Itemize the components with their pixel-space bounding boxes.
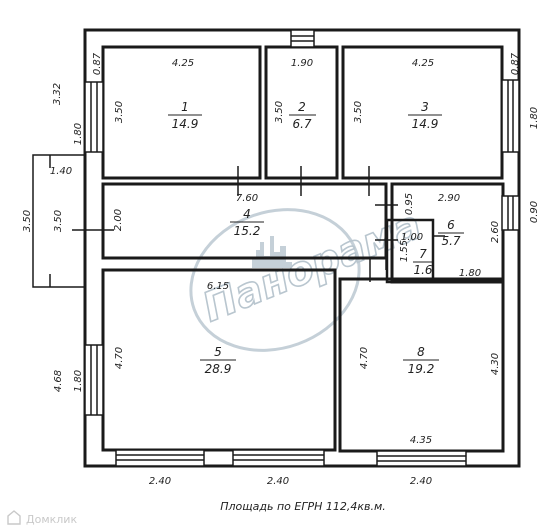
room-2-number: 2: [298, 100, 306, 114]
room-6-depth: 2.60: [490, 221, 501, 243]
room-1-depth: 3.50: [114, 101, 125, 123]
exterior-dimensions: 3.32 1.80 0.87 0.87 1.80 0.90 1.40 3.50 …: [22, 52, 540, 487]
dim-entry-inner: 3.50: [53, 210, 64, 232]
dim-bottom-2: 2.40: [267, 476, 289, 487]
window-left-upper: [84, 81, 104, 153]
window-bottom-3: [376, 450, 467, 467]
dim-bottom-1: 2.40: [149, 476, 171, 487]
room-7-area: 1.6: [413, 263, 432, 277]
room-5-area: 28.9: [205, 362, 232, 376]
house-icon: [7, 510, 21, 525]
room-8-width: 4.35: [410, 435, 432, 446]
room-8-side: 4.30: [490, 353, 501, 375]
room-3-width: 4.25: [412, 58, 434, 69]
window-right-upper: [501, 79, 520, 153]
room-6-area: 5.7: [441, 234, 460, 248]
room-4-number: 4: [243, 207, 251, 221]
room-4-width: 7.60: [236, 193, 258, 204]
room-5-number: 5: [214, 345, 222, 359]
brand-text: Домклик: [26, 513, 77, 526]
watermark-city-icon: [252, 236, 292, 268]
room-7-number: 7: [419, 247, 427, 261]
dim-right-small-window: 0.90: [529, 201, 540, 223]
brand-watermark: Домклик: [7, 510, 77, 526]
room-2-width: 1.90: [291, 58, 313, 69]
dim-left-upper-window: 1.80: [73, 123, 84, 145]
dim-top-left-pier: 0.87: [92, 52, 103, 75]
room-8-number: 8: [417, 345, 425, 359]
dim-left-lower-wall: 4.68: [53, 370, 64, 392]
dim-right-upper-window: 1.80: [529, 107, 540, 129]
room-6-number: 6: [447, 218, 455, 232]
dim-entry-depth: 1.40: [50, 166, 72, 177]
room-6-width: 2.90: [438, 193, 460, 204]
walls: [32, 28, 521, 468]
room-5-width: 6.15: [207, 281, 229, 292]
room-8-depth: 4.70: [359, 347, 370, 369]
window-top-center: [290, 29, 315, 48]
room-3-depth: 3.50: [353, 101, 364, 123]
window-left-lower: [84, 344, 104, 416]
window-right-small: [501, 195, 520, 231]
room-1-number: 1: [181, 100, 189, 114]
room-6-inner-width: 1.80: [459, 268, 481, 279]
window-bottom-1: [115, 449, 205, 467]
room-3-area: 14.9: [412, 117, 439, 131]
window-bottom-2: [232, 449, 325, 467]
dim-top-right-pier: 0.87: [510, 52, 521, 75]
room-4-area: 15.2: [234, 224, 261, 238]
room-7-depth: 1.55: [399, 240, 410, 262]
room-5-depth: 4.70: [114, 347, 125, 369]
dim-room6-pier: 0.95: [404, 193, 415, 215]
room-1-width: 4.25: [172, 58, 194, 69]
area-caption: Площадь по ЕГРН 112,4кв.м.: [220, 500, 386, 513]
room-2-area: 6.7: [292, 117, 311, 131]
windows: [84, 29, 520, 467]
room-7-width: 1.00: [401, 232, 423, 243]
dim-left-upper-wall: 3.32: [52, 83, 63, 105]
room-2-depth: 3.50: [274, 101, 285, 123]
room-3-number: 3: [421, 100, 429, 114]
room-labels: 4.25 3.50 1 14.9 1.90 3.50 2 6.7 4.25 3.…: [113, 58, 501, 446]
dim-left-lower-window: 1.80: [73, 370, 84, 392]
room-8-area: 19.2: [408, 362, 435, 376]
dim-entry-outer: 3.50: [22, 210, 33, 232]
dim-bottom-3: 2.40: [410, 476, 432, 487]
room-4-depth: 2.00: [113, 209, 124, 231]
room-1-area: 14.9: [172, 117, 199, 131]
